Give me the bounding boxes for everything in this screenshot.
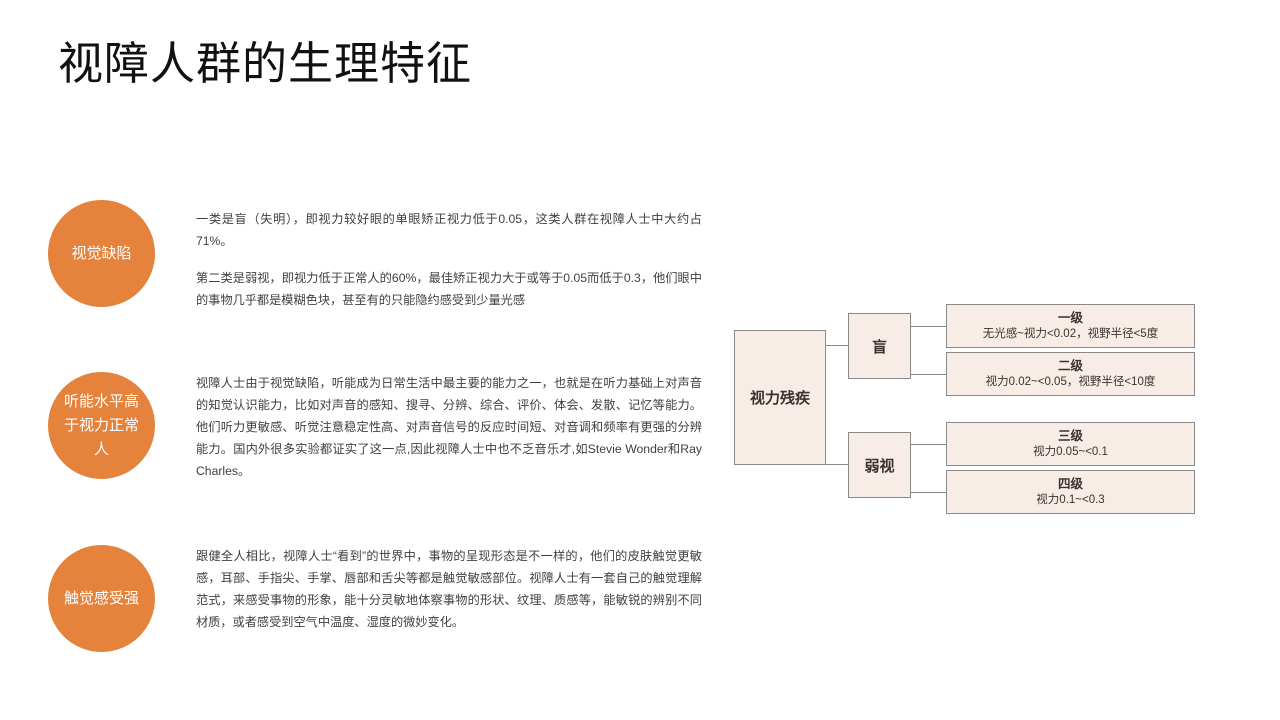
diagram-leaf-description: 视力0.02~<0.05，视野半径<10度 — [985, 376, 1156, 388]
connector-root-to-blind — [826, 345, 848, 347]
diagram-leaf-title: 一级 — [1057, 311, 1083, 325]
feature-circle-label: 触觉感受强 — [64, 589, 140, 607]
diagram-leaf-level-2: 二级 视力0.02~<0.05，视野半径<10度 — [946, 352, 1195, 396]
feature-circle-visual-defect: 视觉缺陷 — [48, 200, 155, 307]
diagram-node-blind: 盲 — [848, 313, 911, 379]
paragraph: 一类是盲（失明），即视力较好眼的单眼矫正视力低于0.05，这类人群在视障人士中大… — [196, 212, 702, 248]
connector-root-to-lowvision — [826, 464, 848, 466]
diagram-node-label: 弱视 — [864, 457, 895, 475]
connector-lowvision-to-level4 — [911, 492, 946, 494]
diagram-leaf-level-4: 四级 视力0.1~<0.3 — [946, 470, 1195, 514]
diagram-node-low-vision: 弱视 — [848, 432, 911, 498]
diagram-leaf-description: 视力0.05~<0.1 — [1033, 446, 1108, 458]
paragraph: 视障人士由于视觉缺陷，听能成为日常生活中最主要的能力之一，也就是在听力基础上对声… — [196, 376, 702, 478]
diagram-leaf-description: 视力0.1~<0.3 — [1036, 494, 1105, 506]
feature-text-visual-defect: 一类是盲（失明），即视力较好眼的单眼矫正视力低于0.05，这类人群在视障人士中大… — [196, 208, 702, 311]
connector-blind-to-level1 — [911, 326, 946, 328]
diagram-node-label: 视力残疾 — [749, 390, 810, 407]
feature-text-touch: 跟健全人相比，视障人士“看到”的世界中，事物的呈现形态是不一样的，他们的皮肤触觉… — [196, 545, 702, 633]
paragraph: 第二类是弱视，即视力低于正常人的60%，最佳矫正视力大于或等于0.05而低于0.… — [196, 271, 702, 307]
diagram-node-label: 盲 — [871, 338, 887, 356]
diagram-leaf-level-3: 三级 视力0.05~<0.1 — [946, 422, 1195, 466]
diagram-node-root: 视力残疾 — [734, 330, 826, 465]
diagram-leaf-level-1: 一级 无光感~视力<0.02，视野半径<5度 — [946, 304, 1195, 348]
connector-lowvision-to-level3 — [911, 444, 946, 446]
feature-circle-touch: 触觉感受强 — [48, 545, 155, 652]
diagram-leaf-title: 二级 — [1057, 359, 1083, 373]
diagram-leaf-title: 三级 — [1057, 429, 1083, 443]
feature-circle-hearing: 听能水平高于视力正常人 — [48, 372, 155, 479]
feature-text-hearing: 视障人士由于视觉缺陷，听能成为日常生活中最主要的能力之一，也就是在听力基础上对声… — [196, 372, 702, 482]
diagram-leaf-title: 四级 — [1057, 477, 1083, 491]
diagram-leaf-description: 无光感~视力<0.02，视野半径<5度 — [982, 328, 1159, 340]
feature-circle-label: 听能水平高于视力正常人 — [64, 392, 140, 458]
connector-blind-to-level2 — [911, 374, 946, 376]
feature-circle-label: 视觉缺陷 — [71, 244, 132, 262]
paragraph: 跟健全人相比，视障人士“看到”的世界中，事物的呈现形态是不一样的，他们的皮肤触觉… — [196, 549, 702, 629]
page-title: 视障人群的生理特征 — [58, 38, 473, 89]
vision-disability-diagram: 视力残疾 盲 弱视 一级 无光感~视力<0.02，视野半径<5度 二级 视力0.… — [730, 300, 1210, 535]
